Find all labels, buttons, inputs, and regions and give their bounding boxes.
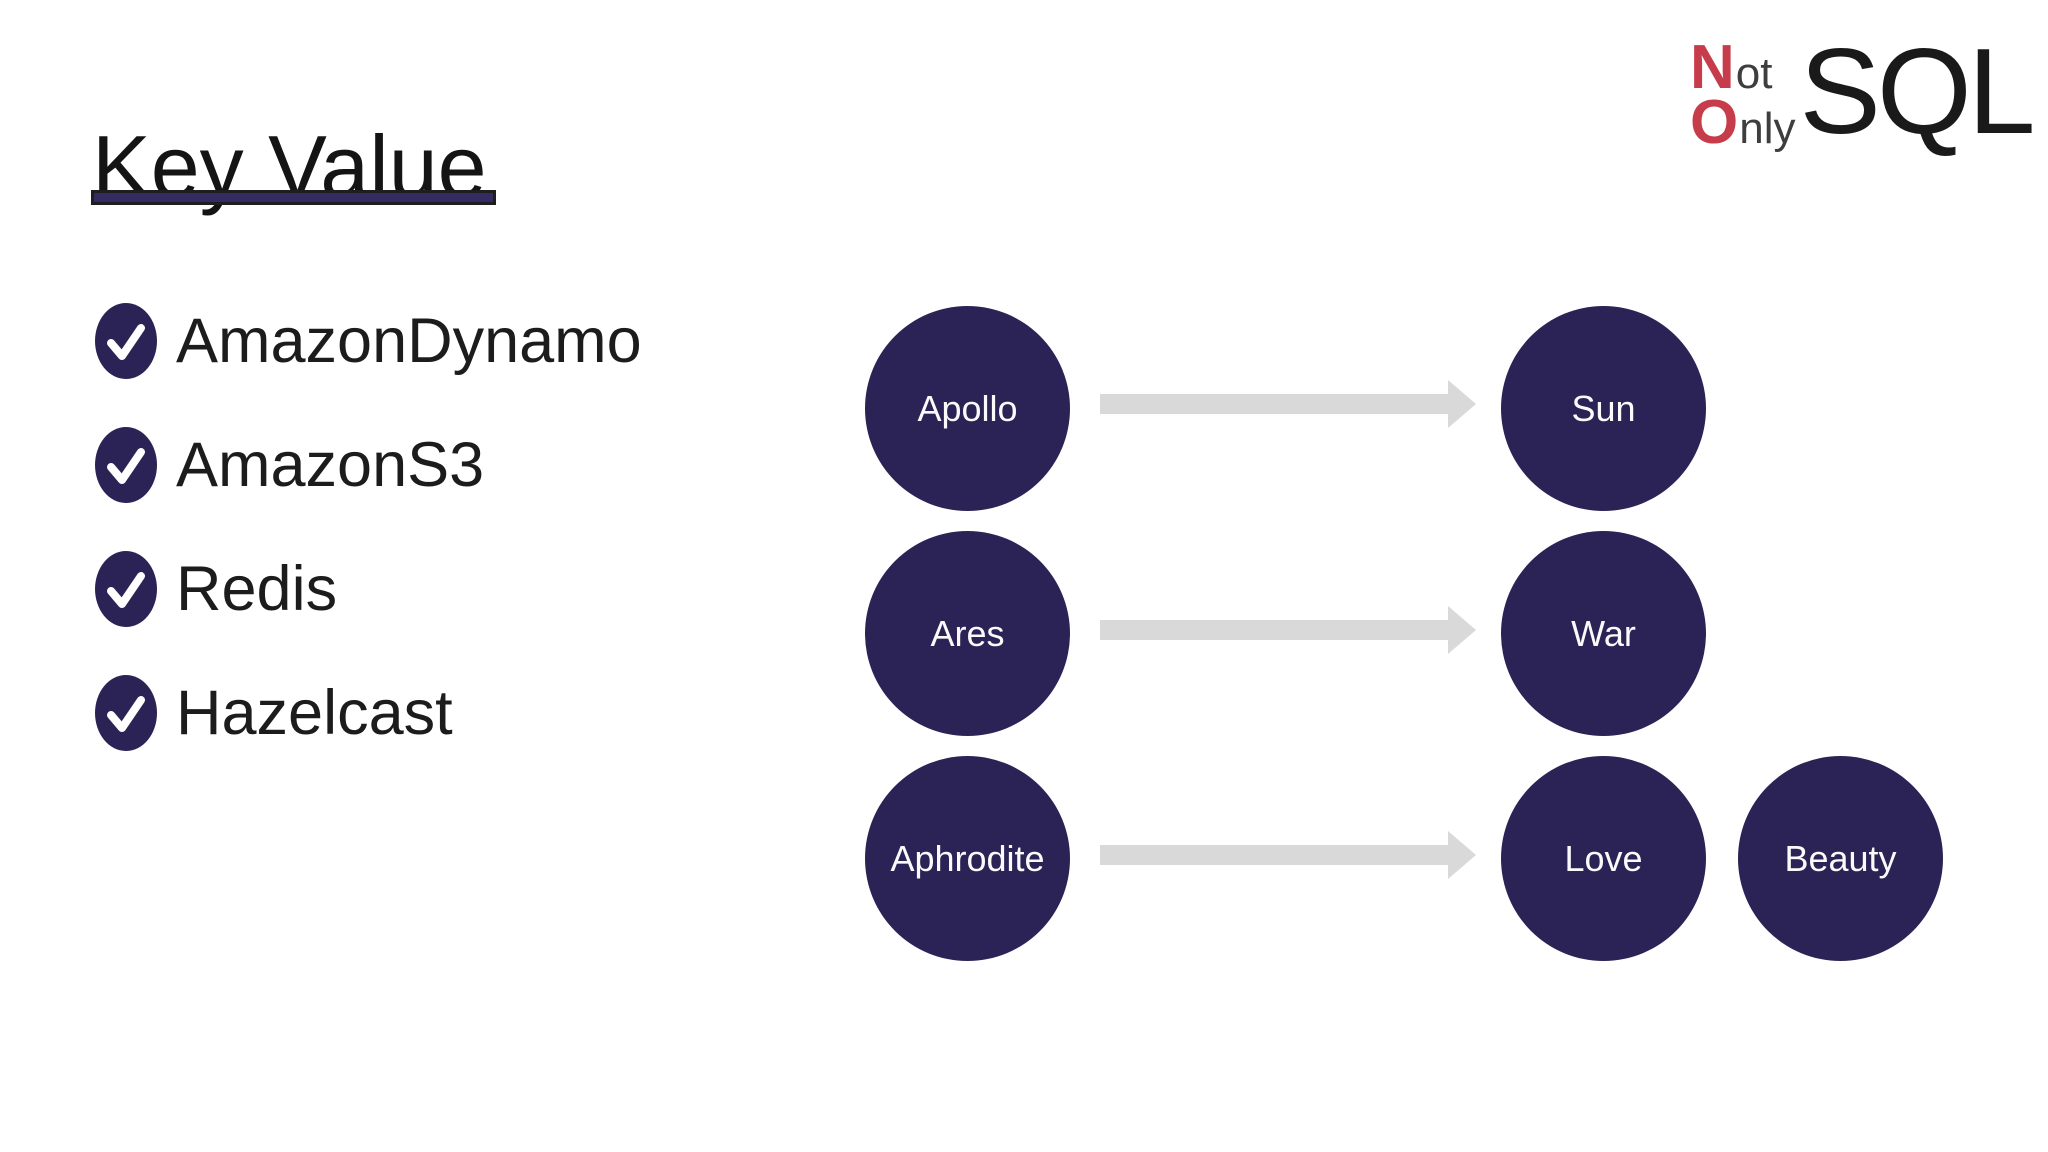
checklist-item-label: AmazonS3	[176, 429, 485, 500]
node-label: Ares	[930, 612, 1005, 654]
arrow-shaft	[1100, 620, 1448, 640]
node-label: Love	[1564, 837, 1643, 879]
arrow-shaft	[1100, 845, 1448, 865]
arrow-ares-to-war	[1100, 606, 1478, 654]
logo-text-ot: ot	[1735, 49, 1773, 98]
node-label: Sun	[1571, 387, 1636, 429]
logo-text-sql: SQL	[1799, 23, 2035, 159]
logo-text-nly: nly	[1739, 104, 1796, 153]
checklist-item: Hazelcast	[94, 674, 642, 752]
value-node-war: War	[1501, 531, 1706, 736]
node-label: Apollo	[917, 387, 1018, 429]
value-node-love: Love	[1501, 756, 1706, 961]
logo-row-not: N ot	[1690, 33, 1795, 102]
check-circle-icon	[95, 427, 157, 503]
logo-letter-n: N	[1690, 33, 1735, 102]
check-circle-icon	[95, 303, 157, 379]
node-label: Beauty	[1784, 837, 1897, 879]
not-only-sql-logo: N ot O nly SQL	[1690, 23, 2036, 159]
check-circle-icon	[95, 551, 157, 627]
key-node-ares: Ares	[865, 531, 1070, 736]
arrow-shaft	[1100, 394, 1448, 414]
checklist-item: Redis	[94, 550, 642, 628]
logo-no-column: N ot O nly	[1690, 33, 1796, 157]
checklist-item-label: AmazonDynamo	[176, 305, 642, 376]
logo-row-only: O nly	[1690, 88, 1796, 157]
checklist-item-label: Hazelcast	[176, 677, 453, 748]
node-label: War	[1571, 612, 1636, 654]
arrow-head-icon	[1448, 606, 1476, 654]
checklist-item-label: Redis	[176, 553, 338, 624]
check-circle-icon	[95, 675, 157, 751]
arrow-head-icon	[1448, 380, 1476, 428]
key-node-aphrodite: Aphrodite	[865, 756, 1070, 961]
checklist: AmazonDynamo AmazonS3 Redis Hazelcast	[94, 302, 642, 752]
arrow-head-icon	[1448, 831, 1476, 879]
logo-letter-o: O	[1690, 88, 1738, 157]
value-node-sun: Sun	[1501, 306, 1706, 511]
node-label: Aphrodite	[890, 837, 1045, 879]
key-node-apollo: Apollo	[865, 306, 1070, 511]
checklist-item: AmazonS3	[94, 426, 642, 504]
arrow-apollo-to-sun	[1100, 380, 1478, 428]
arrow-aphrodite-to-love	[1100, 831, 1478, 879]
checklist-item: AmazonDynamo	[94, 302, 642, 380]
title-underline	[91, 190, 496, 205]
value-node-beauty: Beauty	[1738, 756, 1943, 961]
